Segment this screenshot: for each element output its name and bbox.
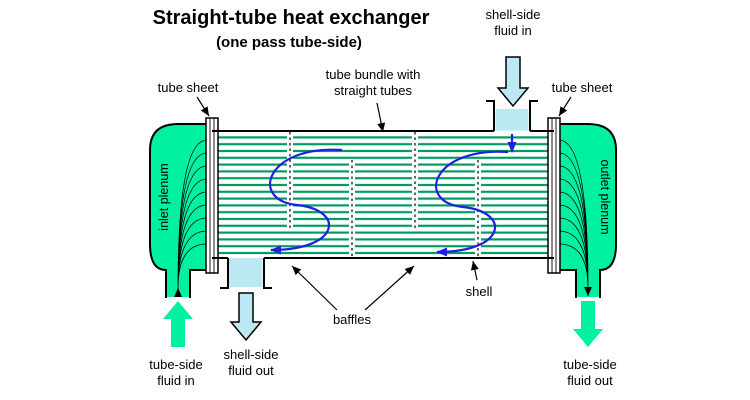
- outlet-nozzle-wall: [220, 258, 272, 289]
- label-inlet-plenum: inlet plenum: [157, 163, 171, 230]
- tube-sheet-left-plate: [205, 117, 219, 274]
- label-tube-sheet-left: tube sheet: [158, 80, 219, 95]
- inlet-plenum-flow-lines: [177, 139, 208, 289]
- baffle: [475, 160, 481, 257]
- leader-shell: [470, 260, 479, 281]
- label-shell-side-fluid-out-line2: fluid out: [228, 363, 274, 378]
- label-outlet-plenum: outlet plenum: [598, 159, 612, 234]
- inlet-nozzle-fluid: [495, 109, 529, 131]
- outlet-nozzle-fluid: [229, 258, 263, 287]
- shell-flow-path: [269, 134, 517, 257]
- tube-sheet-right: [547, 117, 561, 274]
- label-tube-sheet-right: tube sheet: [552, 80, 613, 95]
- shell-flow-s-curve-right: [435, 150, 509, 257]
- label-tube-side-fluid-out-line2: fluid out: [567, 373, 613, 388]
- leader-tube-sheet-right: [558, 96, 572, 117]
- inlet-plenum: [149, 123, 212, 298]
- label-tube-bundle-line2: straight tubes: [334, 83, 413, 98]
- label-baffles: baffles: [333, 312, 372, 327]
- inlet-plenum-outline: [149, 123, 212, 298]
- shell-side-fluid-out-arrow: [229, 292, 263, 342]
- inlet-nozzle-wall: [486, 100, 538, 131]
- diagram-subtitle: (one pass tube-side): [216, 34, 362, 51]
- shell-flow-s-curve-left: [269, 148, 343, 255]
- tube-bundle: [218, 134, 548, 257]
- leader-lines: [196, 96, 572, 311]
- tube-sheet-left: [205, 117, 219, 274]
- label-shell: shell: [466, 284, 493, 299]
- label-tube-side-fluid-out-line1: tube-side: [563, 357, 616, 372]
- tube-side-fluid-in-arrow: [163, 301, 193, 347]
- label-tube-side-fluid-in-line2: fluid in: [157, 373, 195, 388]
- baffle: [412, 132, 418, 228]
- diagram-title: Straight-tube heat exchanger: [153, 7, 430, 29]
- leader-baffle-left: [291, 265, 338, 311]
- outlet-plenum-flow-lines: [558, 139, 589, 289]
- leader-tube-sheet-left: [196, 96, 210, 117]
- label-tube-side-fluid-in-line1: tube-side: [149, 357, 202, 372]
- label-tube-bundle-line1: tube bundle with: [326, 67, 421, 82]
- shell-side-inlet-nozzle: [486, 100, 538, 131]
- leader-tube-bundle: [376, 102, 386, 133]
- shell-side-fluid-in-arrow: [496, 56, 530, 108]
- label-shell-side-fluid-in-line2: fluid in: [494, 23, 532, 38]
- shell-side-outlet-nozzle: [220, 258, 272, 289]
- outlet-plenum: [554, 123, 617, 298]
- baffle: [349, 160, 355, 257]
- label-shell-side-fluid-out-line1: shell-side: [224, 347, 279, 362]
- tube-side-fluid-out-arrow: [573, 301, 603, 347]
- label-shell-side-fluid-in-line1: shell-side: [486, 7, 541, 22]
- outlet-plenum-outline: [554, 123, 617, 298]
- tube-sheet-right-plate: [547, 117, 561, 274]
- baffles-group: [287, 132, 481, 257]
- baffle: [287, 132, 293, 228]
- shell-wall: [212, 130, 554, 259]
- leader-baffle-right: [364, 265, 415, 311]
